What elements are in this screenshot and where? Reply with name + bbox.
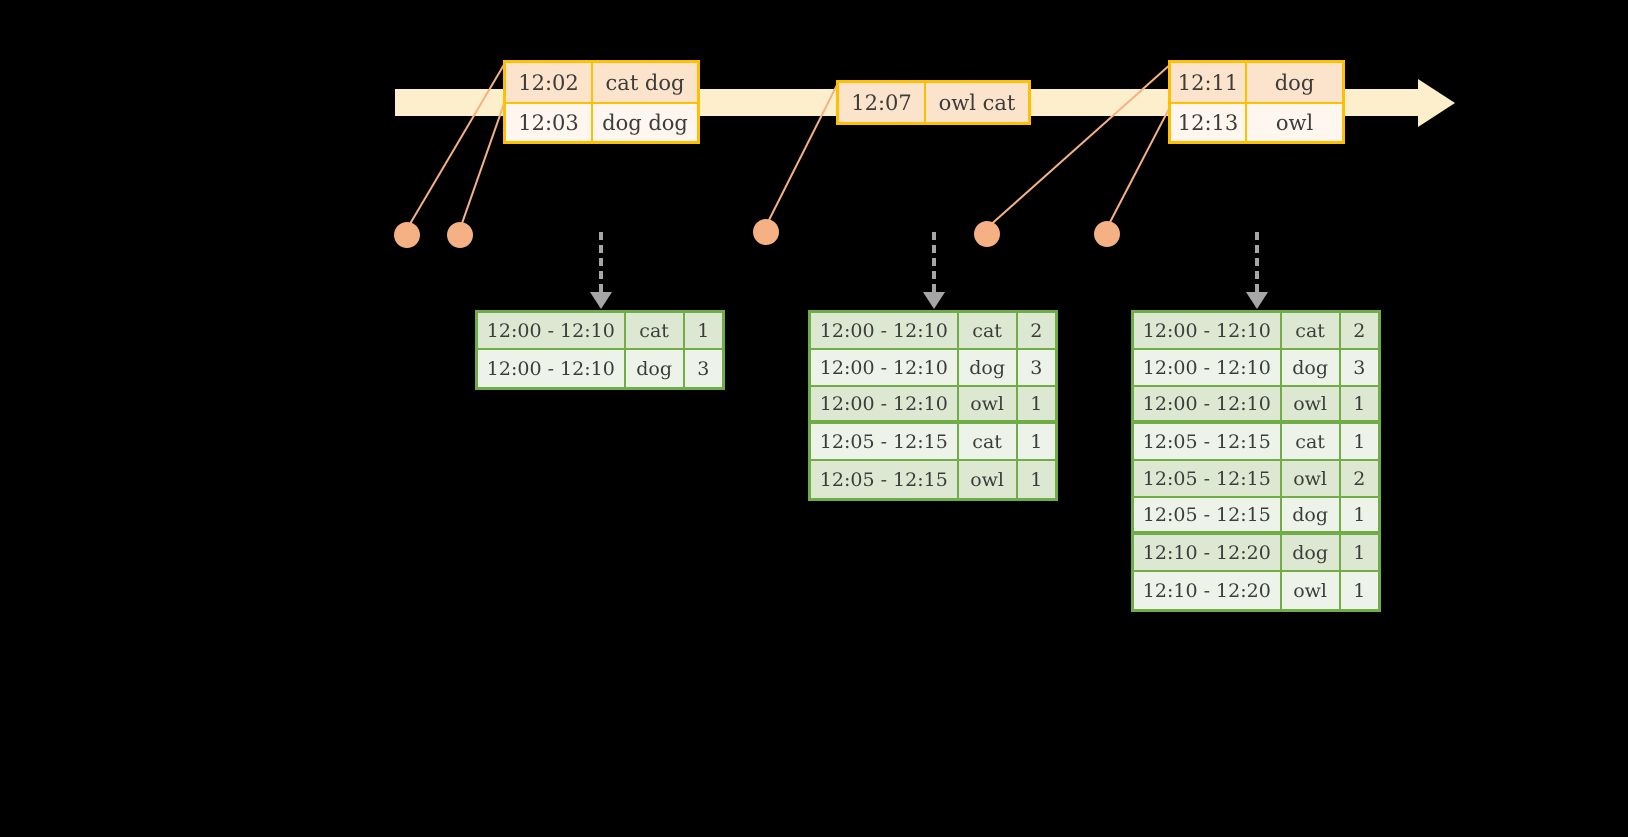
result-word: dog <box>1279 535 1339 570</box>
arrow-head-icon <box>923 292 945 309</box>
result-window: 12:00 - 12:10 <box>811 350 957 385</box>
result-count: 1 <box>1015 461 1055 498</box>
result-count: 1 <box>1338 424 1378 459</box>
result-word: owl <box>956 461 1016 498</box>
result-window: 12:10 - 12:20 <box>1134 572 1280 609</box>
event-row: 12:07 owl cat <box>839 83 1028 122</box>
result-word: cat <box>1279 424 1339 459</box>
result-word: owl <box>1279 387 1339 420</box>
event-box-2[interactable]: 12:07 owl cat <box>836 80 1031 125</box>
event-time: 12:07 <box>839 83 924 122</box>
event-words: owl cat <box>924 83 1028 122</box>
result-count: 1 <box>1015 424 1055 459</box>
flow-arrow-2 <box>923 232 945 309</box>
event-row: 12:13 owl <box>1171 102 1342 141</box>
arrow-stem <box>599 232 607 292</box>
result-window: 12:00 - 12:10 <box>1134 387 1280 420</box>
event-time: 12:11 <box>1171 63 1245 102</box>
result-word: dog <box>1279 498 1339 531</box>
result-word: cat <box>623 313 683 348</box>
event-row: 12:03 dog dog <box>506 102 697 141</box>
result-count: 3 <box>1015 350 1055 385</box>
result-window: 12:00 - 12:10 <box>811 387 957 420</box>
result-window: 12:05 - 12:15 <box>1134 461 1280 496</box>
event-marker-12-03[interactable] <box>447 222 473 248</box>
result-window: 12:00 - 12:10 <box>478 350 624 387</box>
event-marker-12-13[interactable] <box>1094 221 1120 247</box>
event-words: dog <box>1245 63 1342 102</box>
connector-12-13 <box>1106 102 1173 229</box>
event-box-3[interactable]: 12:11 dog 12:13 owl <box>1168 60 1345 144</box>
result-window: 12:05 - 12:15 <box>1134 424 1280 459</box>
result-word: owl <box>1279 572 1339 609</box>
result-window: 12:05 - 12:15 <box>811 461 957 498</box>
result-count: 2 <box>1338 461 1378 496</box>
result-window: 12:00 - 12:10 <box>1134 313 1280 348</box>
result-count: 2 <box>1338 313 1378 348</box>
result-count: 1 <box>682 313 722 348</box>
result-word: cat <box>956 424 1016 459</box>
event-time: 12:03 <box>506 104 591 141</box>
result-word: dog <box>623 350 683 387</box>
connector-12-02 <box>406 62 506 230</box>
event-box-1[interactable]: 12:02 cat dog 12:03 dog dog <box>503 60 700 144</box>
result-window: 12:05 - 12:15 <box>1134 498 1280 531</box>
result-count: 1 <box>1015 387 1055 420</box>
result-word: cat <box>956 313 1016 348</box>
result-word: cat <box>1279 313 1339 348</box>
connector-12-03 <box>459 100 506 230</box>
event-time: 12:02 <box>506 63 591 102</box>
flow-arrow-1 <box>590 232 612 309</box>
result-word: dog <box>1279 350 1339 385</box>
result-window: 12:05 - 12:15 <box>811 424 957 459</box>
result-word: owl <box>1279 461 1339 496</box>
result-word: owl <box>956 387 1016 420</box>
event-words: owl <box>1245 104 1342 141</box>
timeline-arrow-icon <box>1418 79 1455 127</box>
arrow-head-icon <box>590 292 612 309</box>
event-time: 12:13 <box>1171 104 1245 141</box>
result-count: 1 <box>1338 535 1378 570</box>
event-words: dog dog <box>591 104 697 141</box>
event-marker-12-11[interactable] <box>974 221 1000 247</box>
arrow-stem <box>932 232 940 292</box>
flow-arrow-3 <box>1246 232 1268 309</box>
event-marker-12-02[interactable] <box>394 222 420 248</box>
arrow-stem <box>1255 232 1263 292</box>
event-row: 12:11 dog <box>1171 63 1342 102</box>
result-count: 3 <box>1338 350 1378 385</box>
event-row: 12:02 cat dog <box>506 63 697 102</box>
result-count: 1 <box>1338 387 1378 420</box>
result-count: 2 <box>1015 313 1055 348</box>
result-window: 12:10 - 12:20 <box>1134 535 1280 570</box>
arrow-head-icon <box>1246 292 1268 309</box>
result-count: 1 <box>1338 572 1378 609</box>
result-word: dog <box>956 350 1016 385</box>
result-window: 12:00 - 12:10 <box>1134 350 1280 385</box>
result-count: 1 <box>1338 498 1378 531</box>
result-window: 12:00 - 12:10 <box>478 313 624 348</box>
result-count: 3 <box>682 350 722 387</box>
result-window: 12:00 - 12:10 <box>811 313 957 348</box>
event-words: cat dog <box>591 63 697 102</box>
event-marker-12-07[interactable] <box>753 219 779 245</box>
